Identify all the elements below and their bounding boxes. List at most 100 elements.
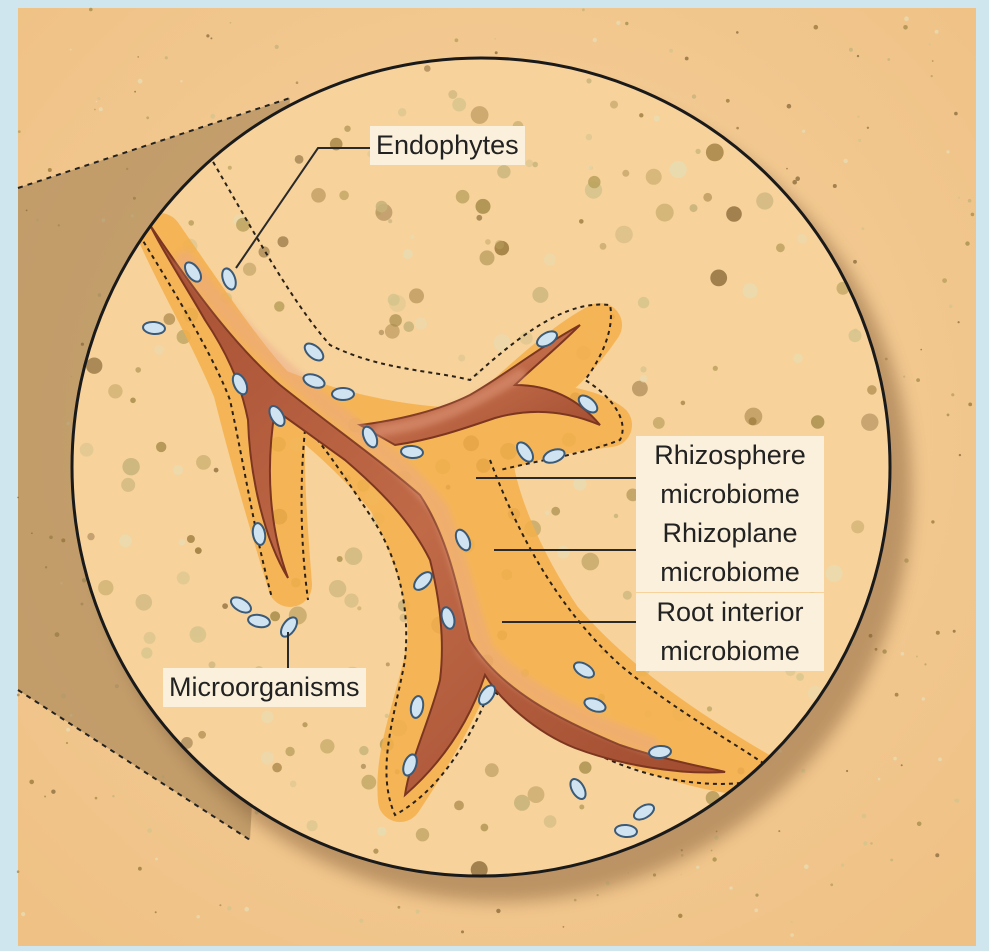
soil-particle	[195, 547, 202, 554]
soil-particle	[339, 191, 349, 201]
soil-particle	[639, 113, 643, 117]
soil-particle	[622, 170, 629, 177]
soil-particle	[586, 78, 591, 83]
soil-particle	[173, 465, 183, 475]
soil-particle	[904, 16, 909, 21]
soil-particle	[278, 236, 289, 247]
soil-particle	[853, 260, 857, 264]
soil-particle	[778, 830, 780, 832]
soil-particle	[851, 520, 864, 533]
soil-particle	[196, 455, 211, 470]
soil-particle	[544, 253, 556, 265]
soil-particle	[329, 580, 346, 597]
soil-particle	[320, 739, 334, 753]
soil-particle	[448, 90, 457, 99]
root-interior-microbiome-label: Root interior microbiome	[636, 593, 824, 671]
soil-particle	[18, 130, 21, 133]
soil-particle	[95, 797, 98, 800]
soil-particle	[811, 415, 824, 428]
soil-particle	[210, 37, 212, 39]
soil-particle	[736, 31, 739, 34]
soil-particle	[476, 199, 491, 214]
soil-particle	[454, 801, 464, 811]
soil-particle	[749, 417, 757, 425]
soil-particle	[579, 805, 584, 810]
soil-particle	[830, 883, 833, 886]
soil-particle	[736, 127, 739, 130]
soil-particle	[230, 22, 232, 24]
soil-particle	[582, 8, 585, 11]
soil-particle	[936, 631, 940, 635]
soil-particle	[678, 914, 682, 918]
soil-particle	[86, 358, 102, 374]
soil-particle	[844, 159, 848, 163]
soil-particle	[147, 828, 152, 833]
soil-particle	[903, 376, 905, 378]
soil-particle	[833, 184, 837, 188]
soil-particle	[726, 99, 730, 103]
soil-particle	[743, 283, 758, 298]
soil-particle	[495, 51, 498, 54]
soil-particle	[802, 130, 805, 133]
soil-particle	[532, 162, 538, 168]
soil-particle	[136, 594, 153, 611]
rhizosphere-label-line1: Rhizosphere	[642, 436, 818, 475]
soil-particle	[544, 815, 557, 828]
soil-particle	[938, 757, 942, 761]
soil-particle	[846, 770, 848, 772]
rhizosphere-label-line2: microbiome	[642, 475, 818, 514]
soil-particle	[862, 814, 867, 819]
soil-particle	[481, 824, 489, 832]
soil-particle	[244, 907, 249, 912]
soil-particle	[946, 150, 949, 153]
soil-particle	[177, 572, 190, 585]
soil-particle	[586, 134, 592, 140]
soil-particle	[476, 215, 482, 221]
soil-particle	[180, 80, 182, 82]
soil-particle	[726, 206, 742, 222]
soil-particle	[893, 757, 897, 761]
soil-particle	[920, 349, 922, 351]
soil-particle	[480, 250, 495, 265]
soil-particle	[653, 417, 665, 429]
soil-particle	[614, 514, 618, 518]
soil-particle	[935, 30, 939, 34]
soil-particle	[616, 21, 620, 25]
soil-particle	[696, 149, 701, 154]
soil-particle	[573, 477, 586, 490]
soil-particle	[640, 366, 646, 372]
soil-particle	[711, 850, 713, 852]
soil-particle	[786, 168, 788, 170]
soil-particle	[272, 763, 282, 773]
soil-particle	[903, 25, 908, 30]
soil-particle	[790, 933, 794, 937]
soil-particle	[214, 468, 219, 473]
soil-particle	[155, 858, 158, 861]
soil-particle	[495, 240, 504, 249]
soil-particle	[867, 385, 877, 395]
soil-particle	[959, 454, 961, 456]
soil-particle	[496, 909, 500, 913]
rhizoplane-label-line1: Rhizoplane	[642, 514, 818, 553]
soil-particle	[359, 746, 368, 755]
soil-particle	[862, 227, 865, 230]
soil-particle	[97, 97, 100, 100]
soil-particle	[654, 115, 660, 121]
soil-particle	[138, 867, 142, 871]
soil-particle	[21, 912, 25, 916]
soil-particle	[66, 742, 68, 744]
soil-particle	[932, 60, 934, 62]
soil-particle	[373, 849, 378, 854]
soil-particle	[588, 165, 593, 170]
soil-particle	[954, 112, 958, 116]
soil-particle	[98, 580, 113, 595]
soil-particle	[712, 857, 716, 861]
soil-particle	[924, 663, 926, 665]
soil-particle	[17, 870, 20, 873]
soil-particle	[696, 866, 699, 869]
soil-particle	[29, 780, 34, 785]
soil-particle	[471, 106, 489, 124]
soil-particle	[653, 873, 656, 876]
soil-particle	[588, 176, 600, 188]
soil-particle	[206, 34, 209, 37]
